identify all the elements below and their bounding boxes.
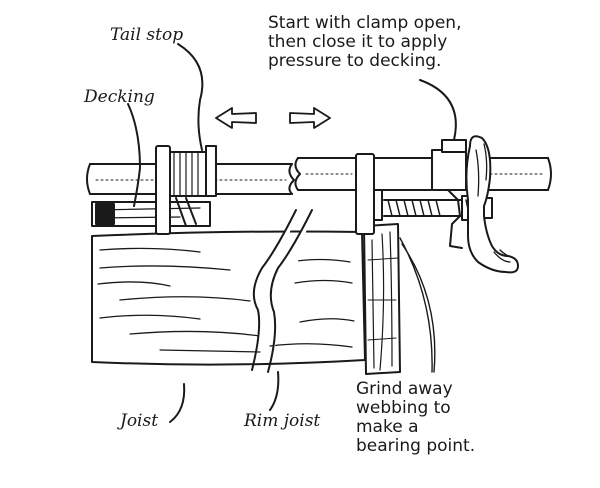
grind-note-line-4: bearing point. xyxy=(356,436,476,457)
clamp-note-line-2: then close it to apply xyxy=(268,32,448,53)
clamp-handle-icon xyxy=(465,135,519,274)
leader-rim-joist xyxy=(269,371,280,411)
grind-note-line-2: webbing to xyxy=(356,398,451,419)
double-arrow-left-icon xyxy=(215,107,257,129)
leader-clamp-note xyxy=(419,79,457,141)
joist-board xyxy=(91,230,366,366)
grind-note-line-1: Grind away xyxy=(356,379,453,399)
rim-joist-board xyxy=(363,223,401,375)
break-line xyxy=(251,209,313,373)
clamp-note-line-3: pressure to decking. xyxy=(268,51,442,72)
leader-tail-stop xyxy=(177,43,204,151)
grind-note-line-3: make a xyxy=(356,417,419,438)
direction-arrows xyxy=(215,107,331,129)
label-joist: Joist xyxy=(120,411,159,431)
leader-decking xyxy=(127,103,141,207)
double-arrow-right-icon xyxy=(289,107,331,129)
label-rim-joist: Rim joist xyxy=(244,411,321,431)
tail-stop xyxy=(155,145,217,235)
leader-joist xyxy=(169,383,186,423)
label-tail-stop: Tail stop xyxy=(110,25,184,45)
label-decking: Decking xyxy=(84,87,155,107)
clamp-note-line-1: Start with clamp open, xyxy=(268,13,462,33)
grind-instruction-note: Grind away webbing to make a bearing poi… xyxy=(356,379,476,457)
leader-grind-note xyxy=(399,237,436,373)
clamp-pipe-right xyxy=(294,157,552,191)
clamp-instruction-note: Start with clamp open, then close it to … xyxy=(268,13,462,72)
